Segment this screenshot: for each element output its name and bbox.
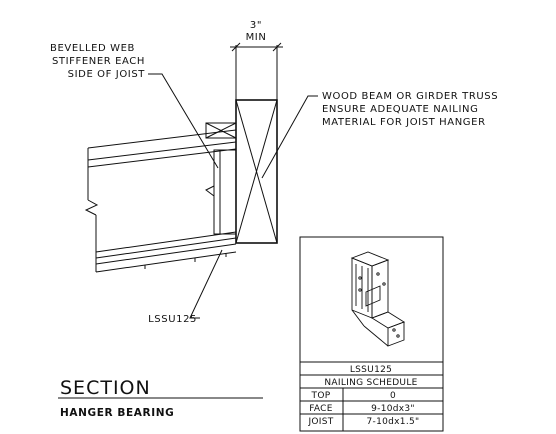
i-joist <box>84 129 237 273</box>
beam-label-line-3: MATERIAL FOR JOIST HANGER <box>322 117 486 128</box>
section-subtitle: HANGER BEARING <box>60 407 174 419</box>
schedule-row-nails: 9-10dx3" <box>371 404 415 414</box>
schedule-row-nails: 7-10dx1.5" <box>367 417 420 427</box>
stiffener-label-line-1: BEVELLED WEB <box>50 43 135 54</box>
stiffener-label-line-2: STIFFENER EACH <box>52 56 145 67</box>
schedule-model: LSSU125 <box>350 365 392 375</box>
schedule-heading: NAILING SCHEDULE <box>324 378 417 388</box>
leader-hanger <box>189 249 223 319</box>
beam-label-line-1: WOOD BEAM OR GIRDER TRUSS <box>322 91 498 102</box>
schedule-row-location: TOP <box>311 391 331 401</box>
hanger-callout-label: LSSU125 <box>148 314 197 325</box>
leader-stiffener <box>148 73 219 169</box>
leader-beam <box>261 95 318 179</box>
dimension-value: 3" <box>250 20 262 31</box>
nailing-schedule-table <box>299 236 444 432</box>
schedule-row-nails: 0 <box>390 391 396 401</box>
dimension-3in-min <box>230 42 283 100</box>
web-stiffener <box>205 149 237 235</box>
wood-beam-section <box>235 99 278 244</box>
dimension-qualifier: MIN <box>246 32 267 43</box>
section-title: SECTION <box>60 377 151 399</box>
schedule-row-location: FACE <box>309 404 333 414</box>
stiffener-label-line-3: SIDE OF JOIST <box>68 69 146 80</box>
schedule-row-location: JOIST <box>307 417 333 427</box>
beam-label-line-2: ENSURE ADEQUATE NAILING <box>322 104 478 115</box>
hanger-sketch <box>350 251 406 347</box>
